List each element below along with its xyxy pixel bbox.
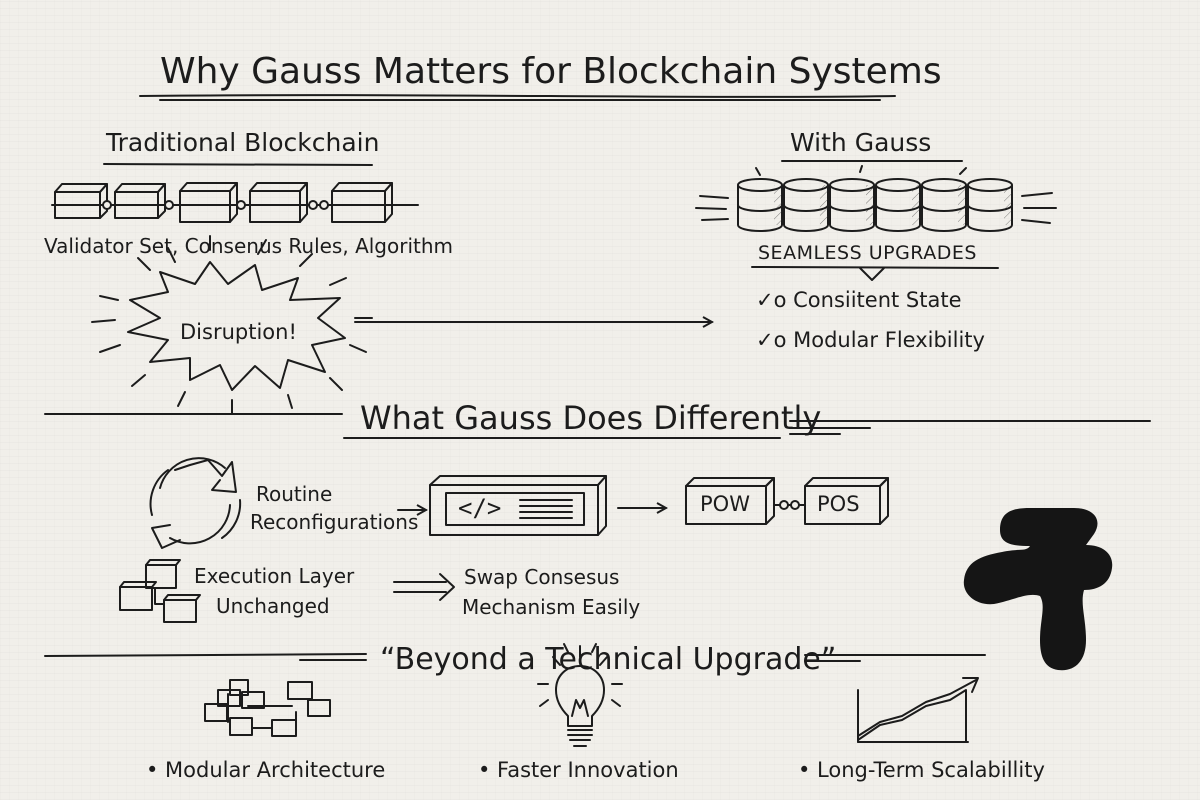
pow-label: POW <box>700 492 750 516</box>
gauss-heading: With Gauss <box>790 128 932 157</box>
routine-label-line1: Routine <box>256 482 333 506</box>
pos-label: POS <box>817 492 860 516</box>
pow-pos-blocks-icon <box>685 477 889 525</box>
lightbulb-icon <box>537 643 623 747</box>
modular-architecture-icon <box>204 679 331 737</box>
traditional-heading: Traditional Blockchain <box>106 128 380 157</box>
bullet-modular-architecture: • Modular Architecture <box>146 758 386 782</box>
disruption-label: Disruption! <box>180 320 297 344</box>
swap-double-arrow <box>393 573 455 601</box>
page-title: Why Gauss Matters for Blockchain Systems <box>160 51 942 92</box>
swap-label-line1: Swap Consesus <box>464 565 620 589</box>
bullet-faster-innovation: • Faster Innovation <box>478 758 679 782</box>
cylinder-4 <box>875 178 921 232</box>
section3-heading: “Beyond a Technical Upgrade” <box>380 642 837 677</box>
code-module-icon <box>429 475 607 536</box>
routine-label-line2: Reconfigurations <box>250 510 419 534</box>
blockchain-cubes-icon <box>51 182 419 223</box>
growth-chart-icon <box>857 677 979 743</box>
traditional-caption: Validator Set, Consenus Rules, Algorithm <box>44 234 454 258</box>
cylinder-5 <box>921 178 967 232</box>
gauss-cylinders-icon <box>695 165 1057 232</box>
reconfiguration-cycle-icon <box>149 457 242 549</box>
execution-label-line1: Execution Layer <box>194 564 355 588</box>
cylinder-6 <box>967 178 1013 232</box>
title-underline <box>139 94 896 98</box>
upgrades-underline <box>751 266 999 269</box>
section3-rule-left <box>44 653 367 657</box>
cylinder-3 <box>829 178 875 232</box>
traditional-underline <box>103 163 373 166</box>
code-symbol: </> <box>458 494 502 522</box>
execution-label-line2: Unchanged <box>216 594 330 618</box>
bullet-long-term-scalability: • Long-Term Scalabillity <box>798 758 1045 782</box>
swap-label-line2: Mechanism Easily <box>462 595 641 619</box>
section2-heading: What Gauss Does Differently <box>360 399 822 437</box>
disruption-burst-icon <box>91 235 373 415</box>
cylinder-2 <box>783 178 829 232</box>
cylinder-1 <box>737 178 783 232</box>
seamless-upgrades-banner: SEAMLESS UPGRADES <box>758 242 977 264</box>
check-consistent-state: ✓o Consiitent State <box>756 288 962 312</box>
execution-cubes-icon <box>119 559 201 623</box>
check-modular-flexibility: ✓o Modular Flexibility <box>756 328 985 352</box>
gauss-logo <box>963 508 1113 671</box>
